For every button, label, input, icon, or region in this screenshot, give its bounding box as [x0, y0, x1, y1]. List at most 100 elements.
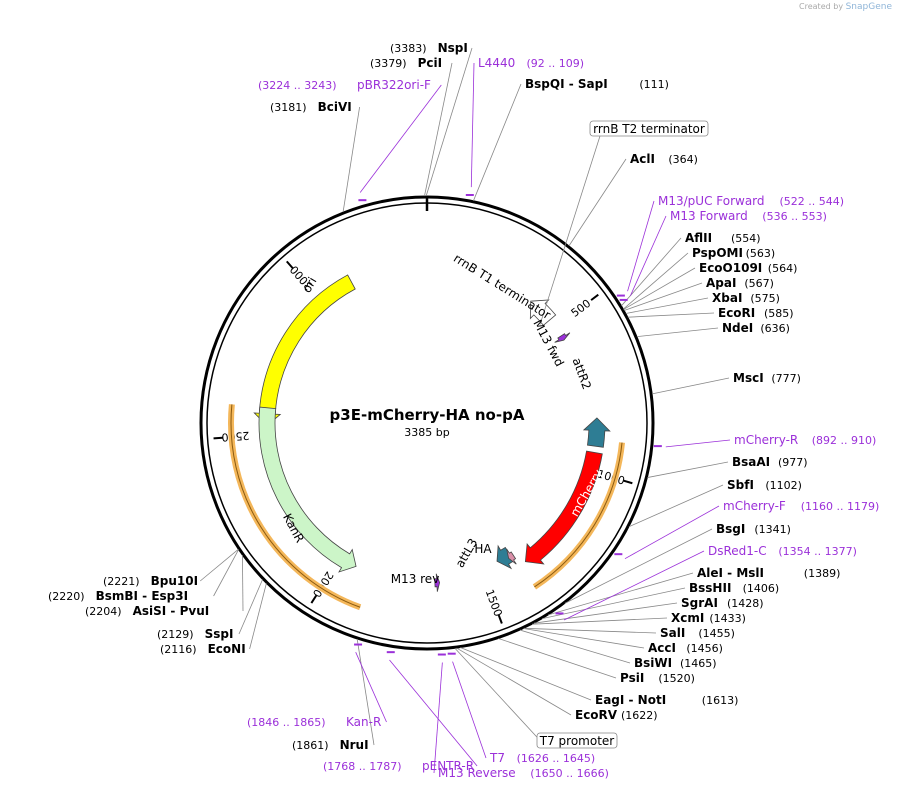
enzyme-site-sali[interactable]: SalI(1455)	[660, 626, 735, 640]
enzyme-leader-line	[628, 484, 724, 528]
feature-attr2[interactable]	[582, 417, 611, 448]
enzyme-site-bcivi[interactable]: (3181)BciVI	[270, 100, 352, 114]
feature-m13-fwd[interactable]	[554, 332, 571, 343]
feature-ha[interactable]	[506, 548, 517, 565]
primer-m13-puc-forward[interactable]: M13/pUC Forward(522 .. 544)	[658, 194, 844, 208]
enzyme-position: (585)	[764, 307, 794, 320]
enzyme-name: AclI	[630, 152, 655, 166]
enzyme-site-apai[interactable]: ApaI (567)	[706, 276, 774, 290]
enzyme-site-bpu10i[interactable]: (2221)Bpu10I	[103, 574, 198, 588]
enzyme-leader-line	[564, 528, 713, 604]
enzyme-site-bspqi-sapi[interactable]: BspQI - SapI(111)	[525, 77, 669, 91]
enzyme-leader-line	[498, 638, 617, 679]
boxed-label-rrnb-t2-terminator[interactable]: rrnB T2 terminator	[589, 120, 709, 137]
enzyme-site-sspi[interactable]: (2129)SspI	[157, 627, 233, 641]
enzyme-site-asisi-pvui[interactable]: (2204)AsiSI - PvuI	[85, 604, 209, 618]
enzyme-site-alei-msli[interactable]: AleI - MslI (1389)	[697, 566, 840, 580]
enzyme-position: (2221)	[103, 575, 140, 588]
enzyme-position: (1622)	[621, 709, 658, 722]
primer-mcherry-r[interactable]: mCherry-R(892 .. 910)	[734, 433, 876, 447]
enzyme-site-ecorv[interactable]: EcoRV(1622)	[575, 708, 658, 722]
enzyme-site-xcmi[interactable]: XcmI(1433)	[671, 611, 746, 625]
tick-mark	[623, 479, 633, 485]
feature-m13-rev[interactable]	[434, 573, 441, 592]
enzyme-site-nspi[interactable]: (3383)NspI	[390, 41, 468, 55]
enzyme-site-bsshii[interactable]: BssHII(1406)	[689, 581, 779, 595]
feature-ori[interactable]	[253, 274, 356, 427]
enzyme-site-pcii[interactable]: (3379)PciI	[370, 56, 442, 70]
enzyme-name: SalI	[660, 626, 685, 640]
enzyme-site-psii[interactable]: PsiI(1520)	[620, 671, 695, 685]
enzyme-name: ApaI	[706, 276, 736, 290]
feature-label-m13-fwd: M13 fwd	[530, 317, 566, 369]
enzyme-leader-line	[523, 627, 657, 634]
highlight-arc-line	[230, 404, 361, 608]
primer-leader-line	[665, 439, 731, 448]
enzyme-position: (777)	[771, 372, 801, 385]
enzyme-name: EagI - NotI	[595, 693, 666, 707]
primer-m13-forward[interactable]: M13 Forward(536 .. 553)	[670, 209, 827, 223]
primer-leader-line	[452, 661, 487, 759]
primer-dsred1-c[interactable]: DsRed1-C(1354 .. 1377)	[708, 544, 857, 558]
enzyme-position: (567)	[744, 277, 774, 290]
enzyme-site-nrui[interactable]: (1861)NruI	[292, 738, 369, 752]
highlight-arc-line	[534, 442, 623, 588]
enzyme-site-bsaai[interactable]: BsaAI(977)	[732, 455, 808, 469]
enzyme-leader-line	[199, 548, 239, 582]
enzyme-name: SspI	[205, 627, 234, 641]
primer-mcherry-f[interactable]: mCherry-F(1160 .. 1179)	[723, 499, 879, 513]
feature-arrows	[253, 274, 611, 592]
enzyme-site-acli[interactable]: AclI(364)	[630, 152, 698, 166]
enzyme-name: XbaI	[712, 291, 742, 305]
primer-m13-reverse[interactable]: M13 Reverse(1650 .. 1666)	[438, 766, 609, 780]
feature-label-rrnb-t1-terminator: rrnB T1 terminator	[451, 251, 553, 322]
primer-leader-line	[563, 550, 705, 621]
enzyme-site-xbai[interactable]: XbaI(575)	[712, 291, 780, 305]
feature-rrnb-t1-terminator[interactable]	[529, 299, 557, 326]
boxed-label-t7-promoter[interactable]: T7 promoter	[536, 732, 618, 749]
enzyme-position: (2116)	[160, 643, 197, 656]
enzyme-site-ecoo109i[interactable]: EcoO109I(564)	[699, 261, 797, 275]
enzyme-position: (3379)	[370, 57, 407, 70]
enzyme-position: (1389)	[804, 567, 841, 580]
enzyme-site-aflii[interactable]: AflII(554)	[685, 231, 761, 245]
enzyme-name: EcoRI	[718, 306, 755, 320]
enzyme-leader-line	[242, 555, 244, 612]
enzyme-leader-line	[342, 106, 360, 213]
feature-mcherry[interactable]	[524, 450, 603, 565]
enzyme-site-ecori[interactable]: EcoRI (585)	[718, 306, 794, 320]
primer-pentr-r[interactable]: (1768 .. 1787)pENTR-R	[323, 759, 474, 773]
enzyme-site-acci[interactable]: AccI(1456)	[648, 641, 723, 655]
feature-kanr[interactable]	[258, 406, 357, 573]
feature-attl3[interactable]	[496, 544, 515, 570]
enzyme-position: (977)	[778, 456, 808, 469]
enzyme-site-msci[interactable]: MscI(777)	[733, 371, 801, 385]
enzyme-leader-line	[652, 377, 730, 395]
enzyme-leader-line	[425, 47, 473, 197]
enzyme-name: NruI	[340, 738, 369, 752]
primer-pbr322ori-f[interactable]: (3224 .. 3243)pBR322ori-F	[258, 78, 431, 92]
enzyme-site-econi[interactable]: (2116)EcoNI	[160, 642, 246, 656]
enzyme-site-bsmbi-esp3i[interactable]: (2220)BsmBI - Esp3I	[48, 589, 188, 603]
primer-leader-line	[627, 200, 655, 292]
enzyme-leader-line	[623, 267, 696, 310]
enzyme-site-bsgi[interactable]: BsgI(1341)	[716, 522, 791, 536]
primer-t7[interactable]: T7(1626 .. 1645)	[489, 751, 595, 765]
primer-l4440[interactable]: L4440(92 .. 109)	[478, 56, 584, 70]
enzyme-site-sgrai[interactable]: SgrAI(1428)	[681, 596, 764, 610]
enzyme-name: AleI - MslI	[697, 566, 764, 580]
enzyme-site-eagi-noti[interactable]: EagI - NotI(1613)	[595, 693, 738, 707]
enzyme-name: BsiWI	[634, 656, 672, 670]
plasmid-length: 3385 bp	[404, 426, 449, 439]
enzyme-site-ndei[interactable]: NdeI(636)	[722, 321, 790, 335]
primer-range: (92 .. 109)	[527, 57, 585, 70]
tick-label: 1500	[483, 588, 505, 619]
enzyme-site-bsiwi[interactable]: BsiWI(1465)	[634, 656, 717, 670]
primer-kan-r[interactable]: (1846 .. 1865)Kan-R	[247, 715, 381, 729]
enzyme-site-pspomi[interactable]: PspOMI(563)	[692, 246, 775, 260]
enzyme-leader-line	[636, 327, 719, 338]
enzyme-leader-line	[623, 252, 689, 310]
enzyme-position: (2204)	[85, 605, 122, 618]
enzyme-site-sbfi[interactable]: SbfI(1102)	[727, 478, 802, 492]
